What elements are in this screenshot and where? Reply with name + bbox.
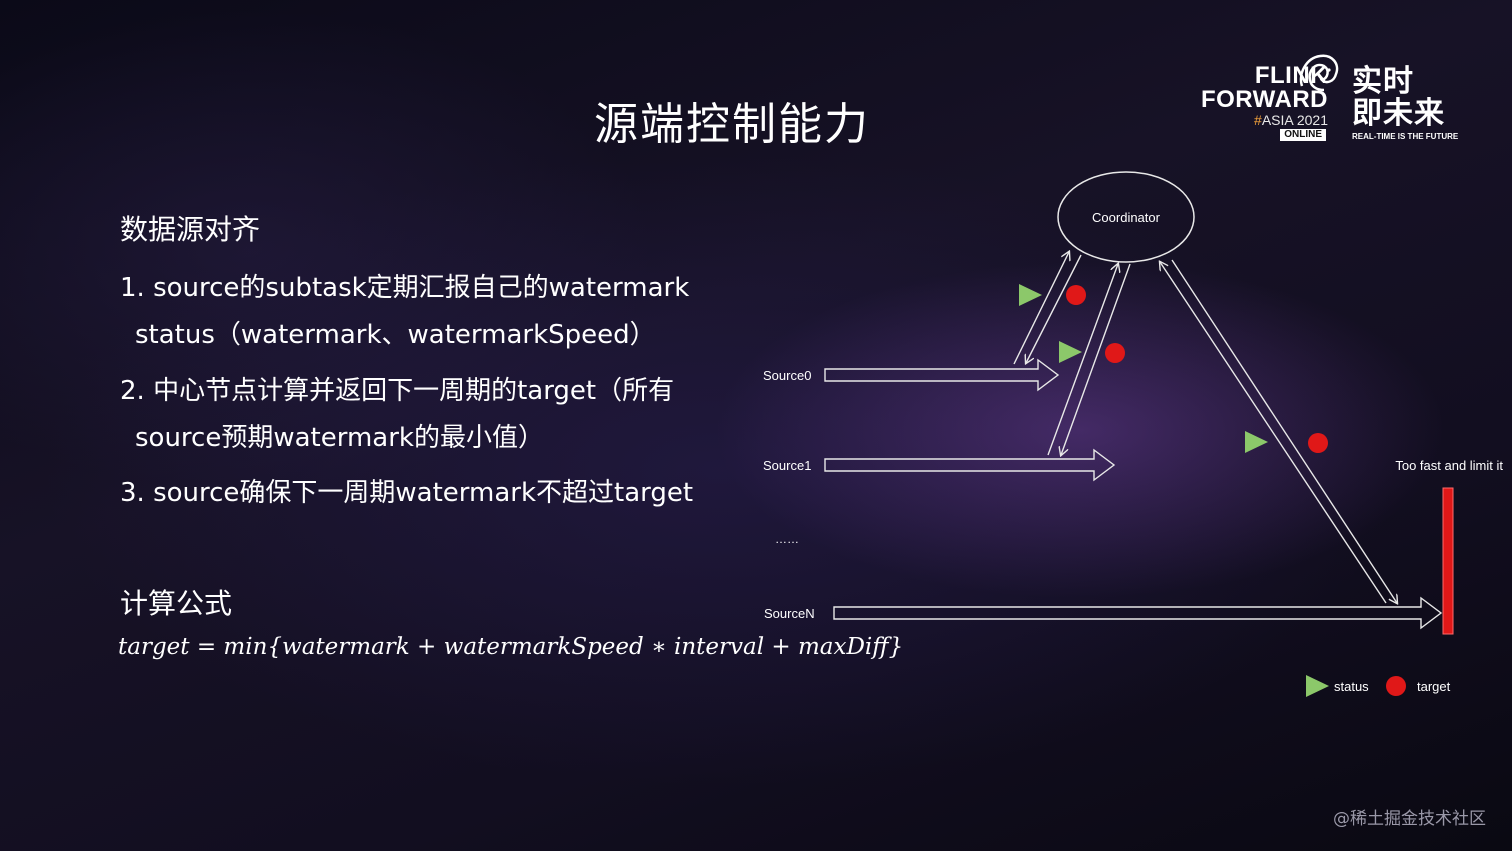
list-item-1: 1. source的subtask定期汇报自己的watermark — [120, 273, 690, 303]
source1-to-coordinator-line — [1047, 264, 1118, 456]
section-heading-alignment: 数据源对齐 — [120, 213, 261, 246]
source0-label: Source0 — [763, 368, 811, 383]
list-item-1-continued: status（watermark、watermarkSpeed） — [135, 320, 656, 350]
logo-hash: # — [1254, 112, 1262, 128]
logo-flink-text: FLINK FORWARD — [1201, 64, 1328, 112]
logo-chinese-slogan: 实时 即未来 — [1352, 66, 1445, 130]
list-item-2: 2. 中心节点计算并返回下一周期的target（所有 — [120, 376, 675, 406]
source1-arrow — [824, 448, 1116, 482]
logo-tagline: REAL-TIME IS THE FUTURE — [1352, 132, 1459, 141]
status-triangle-source0 — [1019, 284, 1042, 306]
legend-target-icon — [1386, 676, 1406, 696]
source1-label: Source1 — [763, 458, 811, 473]
formula: target = min{watermark + watermarkSpeed … — [118, 634, 904, 660]
limit-bar — [1442, 487, 1454, 635]
legend-status-label: status — [1334, 679, 1369, 694]
logo-asia-text: #ASIA 2021 — [1254, 112, 1328, 128]
status-triangle-source1 — [1059, 341, 1082, 363]
coordinator-node — [1057, 171, 1195, 263]
logo-line-flink: FLINK — [1254, 62, 1328, 89]
logo-cn-line2: 即未来 — [1352, 96, 1445, 131]
sourcen-label: SourceN — [764, 606, 815, 621]
slide-title: 源端控制能力 — [594, 99, 870, 150]
sourcen-arrow — [833, 596, 1443, 630]
logo-online-badge: ONLINE — [1280, 129, 1326, 141]
legend-target-label: target — [1417, 679, 1451, 694]
coordinator-label: Coordinator — [1092, 210, 1161, 225]
list-item-2-continued: source预期watermark的最小值） — [135, 423, 544, 453]
legend-status-icon — [1306, 675, 1329, 697]
source0-to-coordinator-line — [1013, 252, 1069, 365]
limit-label: Too fast and limit it — [1395, 458, 1503, 473]
squirrel-icon — [1299, 54, 1339, 92]
coordinator-to-source0-line — [1026, 254, 1082, 363]
watermark-text: @稀土掘金技术社区 — [1333, 809, 1486, 829]
source0-arrow — [824, 358, 1060, 392]
logo-asia-year: ASIA 2021 — [1261, 112, 1328, 128]
flink-forward-logo: FLINK FORWARD #ASIA 2021 ONLINE 实时 即未来 R… — [1196, 52, 1459, 148]
logo-line-forward: FORWARD — [1200, 86, 1328, 113]
logo-cn-line1: 实时 — [1352, 64, 1414, 99]
section-heading-formula: 计算公式 — [120, 587, 233, 620]
sourcen-to-coordinator-line — [1160, 262, 1387, 604]
sources-ellipsis: …… — [775, 532, 799, 546]
coordinator-to-source1-line — [1061, 263, 1131, 455]
target-dot-source1 — [1105, 343, 1125, 363]
target-dot-source0 — [1066, 285, 1086, 305]
list-item-3: 3. source确保下一周期watermark不超过target — [120, 478, 694, 508]
coordinator-to-sourcen-line — [1171, 259, 1397, 603]
status-triangle-sourcen — [1245, 431, 1268, 453]
target-dot-sourcen — [1308, 433, 1328, 453]
